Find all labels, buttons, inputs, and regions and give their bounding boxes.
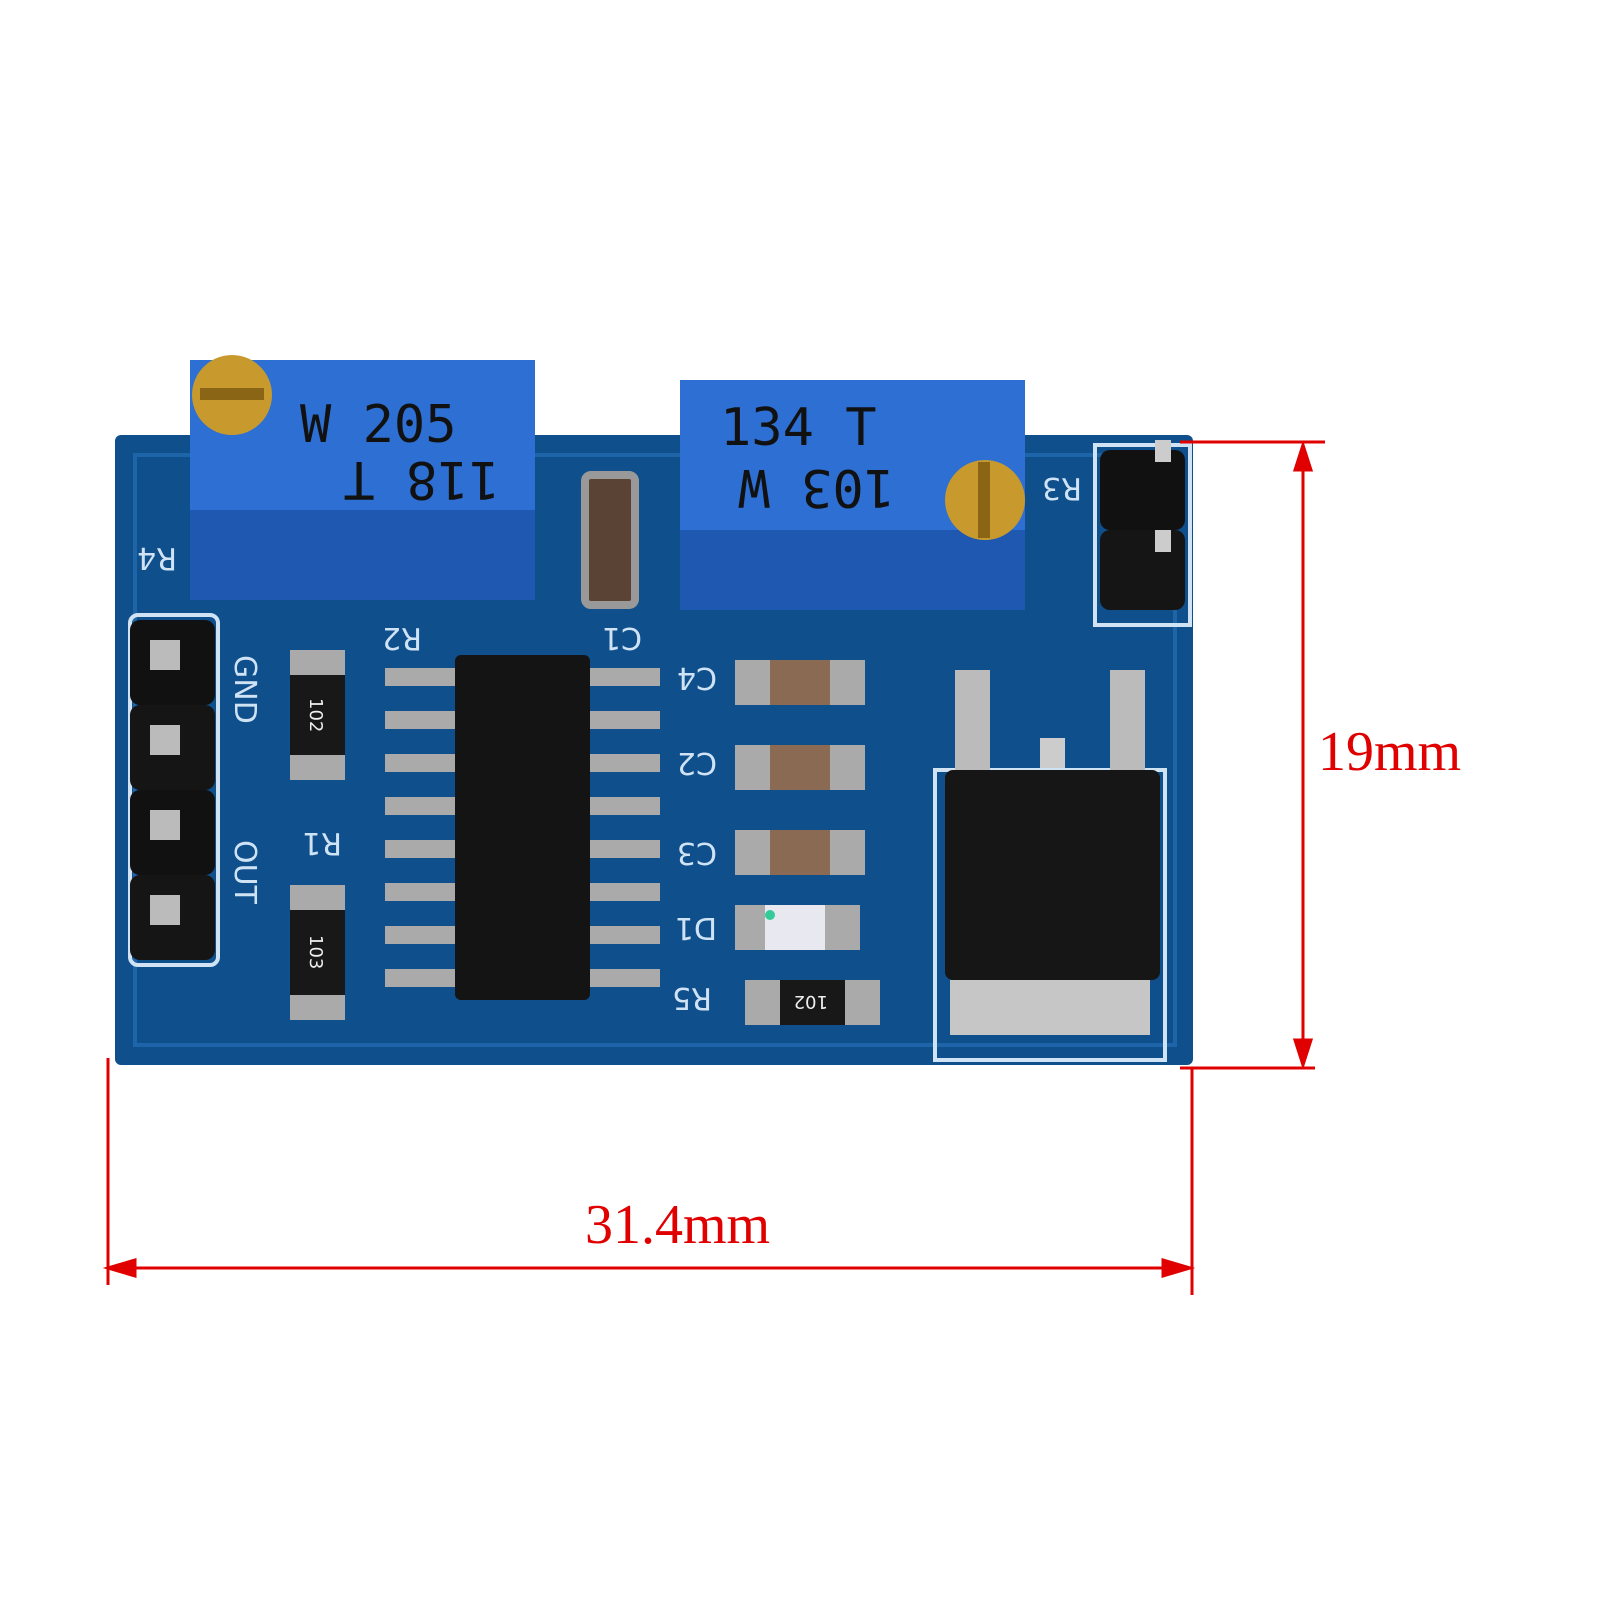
jumper-header [1093,440,1192,627]
pot-right-line1: 134 T [720,398,877,458]
capacitor-c2 [735,745,865,790]
label-r5: R5 [672,980,712,1015]
width-label: 31.4mm [585,1194,770,1256]
label-r2: R2 [382,620,422,655]
label-c1: C1 [602,620,642,655]
ic-chip [385,655,660,1000]
label-c3: C3 [677,835,717,870]
height-label: 19mm [1318,721,1461,783]
resistor-code: 103 [305,935,326,969]
resistor-code: 102 [794,991,828,1012]
pot-left-line1: W 205 [300,395,457,455]
resistor-r5: 102 [745,980,880,1025]
label-c2: C2 [677,745,717,780]
resistor-r1: 103 [290,885,345,1020]
trimmer-pot-left: W 205 118 T [190,355,535,600]
resistor-code: 102 [305,698,326,732]
label-d1: D1 [675,910,717,945]
label-gnd: GND [227,655,262,724]
led-d1 [735,905,860,950]
pot-right-line2: 103 W [738,457,895,517]
trimmer-pot-right: 134 T 103 W [680,380,1025,610]
capacitor-c1 [581,471,639,609]
height-dimension [1180,440,1325,1070]
label-r3: R3 [1042,470,1082,505]
pin-header-left [128,613,220,967]
label-r1: R1 [302,825,342,860]
label-c4: C4 [677,660,717,695]
capacitor-c4 [735,660,865,705]
width-dimension [102,1058,1196,1295]
resistor-r2: 102 [290,650,345,780]
capacitor-c3 [735,830,865,875]
label-out: OUT [227,840,262,905]
pot-left-line2: 118 T [343,449,500,509]
label-r4: R4 [137,540,177,575]
voltage-regulator [933,670,1167,1062]
